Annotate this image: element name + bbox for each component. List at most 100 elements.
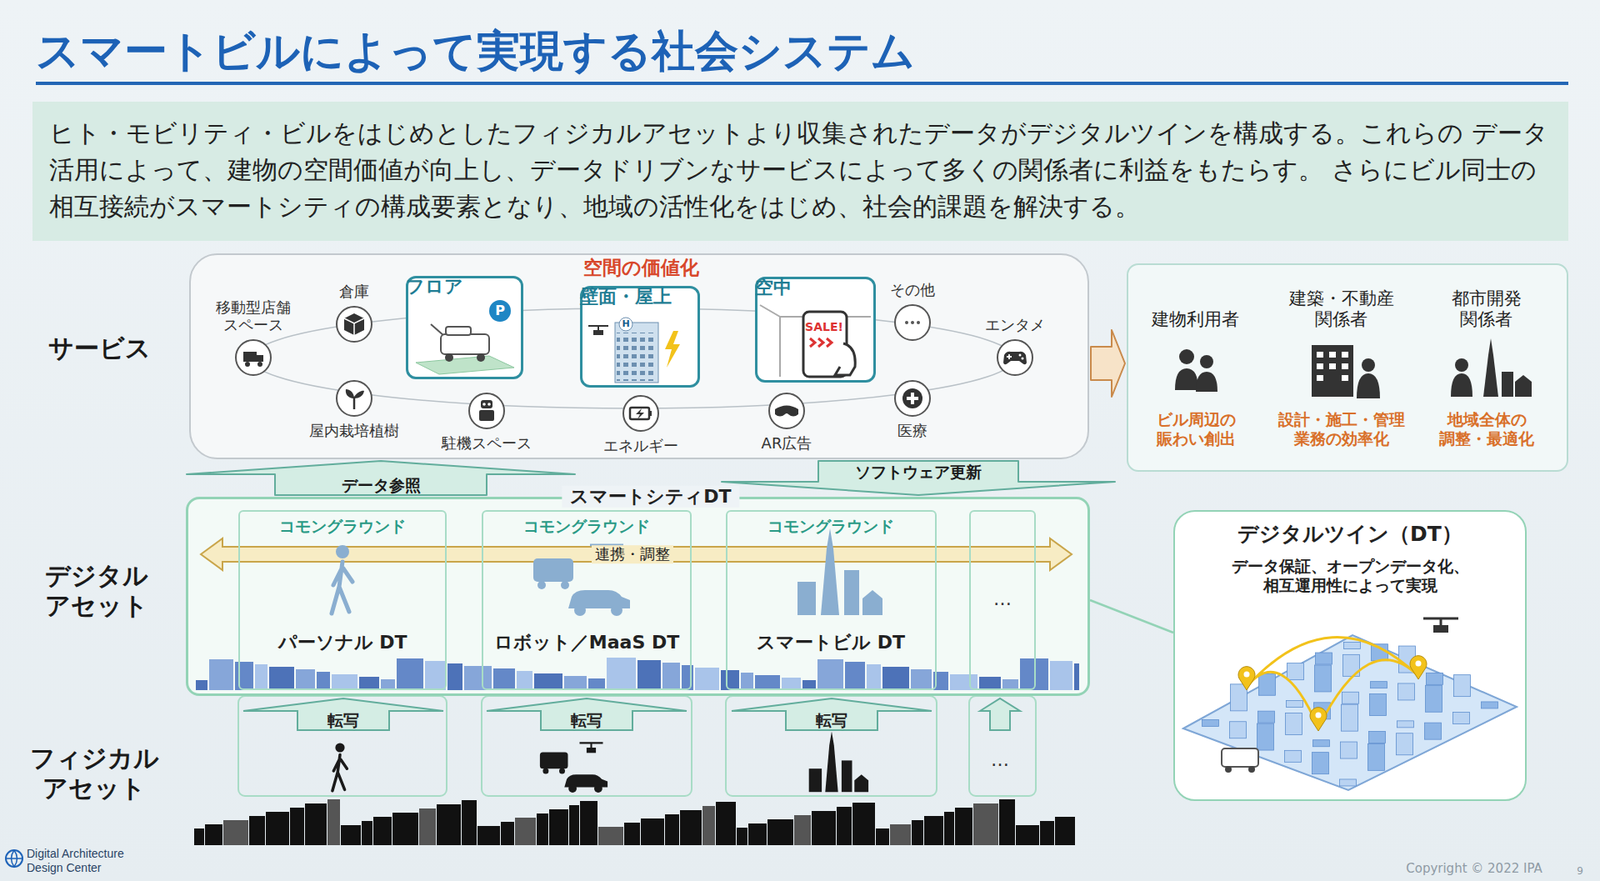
service-icon: [894, 380, 931, 417]
stakeholder-panel-text: 建物利用者: [1150, 309, 1241, 330]
common-ground-column-text: コモングラウンド: [767, 516, 895, 536]
node-frame: ヒト・モビリティ・ビルをはじめとしたフィジカルアセットより収集されたデータがデジ…: [32, 101, 1569, 241]
stakeholder-panel-text: 地域全体の 調整・最適化: [1438, 410, 1536, 449]
node-frame: コモングラウンドパーソナル DT: [238, 510, 447, 690]
diagram-label: デジタル アセット: [45, 560, 150, 621]
service-box: フロア: [405, 275, 524, 380]
diagram-label: 9: [1576, 865, 1584, 877]
service-circle: 屋内栽培植樹: [335, 380, 373, 417]
service-icon: [894, 304, 931, 341]
diagram-label: サービス: [48, 333, 151, 364]
node-frame: 壁面・屋上: [580, 285, 700, 388]
node-frame: スマートシティDT: [185, 496, 1090, 696]
node-illustration: [238, 510, 447, 690]
service-circle: 駐機スペース: [468, 392, 505, 430]
service-label: AR広告: [761, 434, 813, 453]
service-panel-text: 空間の価値化: [583, 256, 700, 280]
node-frame: フロア: [405, 275, 524, 380]
service-circle: エネルギー: [622, 395, 660, 432]
more-column-text: …: [993, 588, 1012, 610]
node-illustration: [481, 510, 692, 690]
common-ground-column-text: スマートビル DT: [756, 631, 905, 654]
service-label: 駐機スペース: [441, 434, 532, 453]
stakeholder-panel-text: 建築・不動産 関係者: [1287, 288, 1395, 330]
digital-twin-callout: デジタルツイン（DT） データ保証、オープンデータ化、 相互運用性によって実現: [1173, 510, 1527, 801]
intro-box: ヒト・モビリティ・ビルをはじめとしたフィジカルアセットより収集されたデータがデジ…: [32, 101, 1569, 241]
node-frame: 建物利用者ビル周辺の 賑わい創出 建築・不動産 関係者設計・施工・管理 業務の効率…: [1126, 263, 1569, 472]
node-illustration: [725, 510, 937, 690]
diagram-label: H: [621, 318, 630, 330]
node-illustration: [580, 285, 700, 388]
smart-city-dt-panel: スマートシティDTコモングラウンドパーソナル DTコモングラウンドロボット／Ma…: [185, 496, 1090, 696]
logo-mark: [5, 850, 23, 867]
service-circle: AR広告: [768, 392, 805, 430]
diagram-label: 転写: [815, 710, 848, 730]
diagram-label: 連携・調整: [591, 545, 674, 564]
stakeholder-panel-text: 設計・施工・管理 業務の効率化: [1277, 410, 1407, 449]
diagram-label: Digital Architecture Design Center: [26, 846, 160, 875]
common-ground-column-text: コモングラウンド: [279, 516, 406, 536]
digital-twin-callout-text: データ保証、オープンデータ化、 相互運用性によって実現: [1230, 556, 1470, 595]
service-panel: 空間の価値化移動型店舗 スペース倉庫屋内栽培植樹駐機スペースフロア壁面・屋上エネ…: [189, 253, 1090, 460]
service-box-text: 壁面・屋上: [580, 285, 672, 308]
service-label: その他: [890, 280, 935, 300]
diagram-label: 転写: [570, 710, 603, 730]
diagram-label: SALE!: [805, 320, 844, 335]
node-illustration: [185, 496, 1090, 696]
service-label: エンタメ: [985, 315, 1045, 335]
node-illustration: [1126, 263, 1569, 472]
title-rule: [35, 81, 1569, 85]
service-icon: [235, 339, 272, 376]
stakeholder-panel-text: ビル周辺の 賑わい創出: [1155, 410, 1237, 449]
service-label: 屋内栽培植樹: [309, 421, 400, 440]
diagram-label: P: [495, 302, 505, 319]
service-box-text: フロア: [405, 275, 464, 298]
arrow-label: ソフトウェア更新: [850, 461, 987, 481]
service-circle: 倉庫: [335, 305, 373, 343]
physical-layer: [194, 695, 1075, 845]
more-column: …: [969, 510, 1036, 690]
service-box-text: 空中: [755, 276, 792, 299]
node-illustration: [1173, 510, 1527, 801]
service-icon: [335, 305, 373, 343]
service-label: 移動型店舗 スペース: [215, 298, 293, 335]
service-icon: [996, 339, 1034, 376]
common-ground-column-text: コモングラウンド: [523, 516, 650, 536]
service-label: 医療: [897, 421, 928, 440]
node-frame: コモングラウンドスマートビル DT: [725, 510, 937, 690]
service-box: 壁面・屋上: [580, 285, 700, 388]
leader-connector: [1090, 600, 1174, 633]
node-frame: …: [969, 510, 1036, 690]
common-ground-column: コモングラウンドスマートビル DT: [725, 510, 937, 690]
node-frame: コモングラウンドロボット／MaaS DT: [481, 510, 692, 690]
service-label: エネルギー: [603, 436, 679, 455]
node-illustration: [405, 275, 524, 380]
common-ground-column: コモングラウンドロボット／MaaS DT: [481, 510, 692, 690]
digital-twin-callout-text: デジタルツイン（DT）: [1237, 521, 1463, 547]
service-circle: 医療: [894, 380, 931, 417]
arrow-label: データ参照: [336, 475, 426, 495]
service-icon: [622, 395, 660, 432]
smart-city-dt-panel-text: スマートシティDT: [561, 485, 740, 508]
common-ground-column-text: パーソナル DT: [278, 631, 408, 654]
stakeholder-panel-text: 都市開発 関係者: [1450, 288, 1523, 330]
node-frame: デジタルツイン（DT） データ保証、オープンデータ化、 相互運用性によって実現: [1173, 510, 1527, 801]
common-ground-column: コモングラウンドパーソナル DT: [238, 510, 447, 690]
common-ground-column-text: ロボット／MaaS DT: [494, 631, 680, 654]
block-arrow: [186, 460, 575, 495]
service-icon: [468, 392, 505, 430]
service-circle: その他: [894, 304, 931, 341]
service-circle: 移動型店舗 スペース: [235, 339, 272, 376]
stakeholder-panel: 建物利用者ビル周辺の 賑わい創出 建築・不動産 関係者設計・施工・管理 業務の効率…: [1126, 263, 1569, 472]
logo-mark: [5, 850, 23, 867]
block-arrow: [1090, 330, 1125, 397]
block-arrow: [721, 460, 1115, 495]
diagram-label: Copyright © 2022 IPA: [1405, 860, 1543, 876]
diagram-label: …: [990, 749, 1010, 771]
intro-box-text: ヒト・モビリティ・ビルをはじめとしたフィジカルアセットより収集されたデータがデジ…: [49, 115, 1550, 225]
diagram-label: フィジカル アセット: [30, 743, 160, 804]
service-label: 倉庫: [339, 282, 370, 301]
service-icon: [335, 380, 373, 417]
